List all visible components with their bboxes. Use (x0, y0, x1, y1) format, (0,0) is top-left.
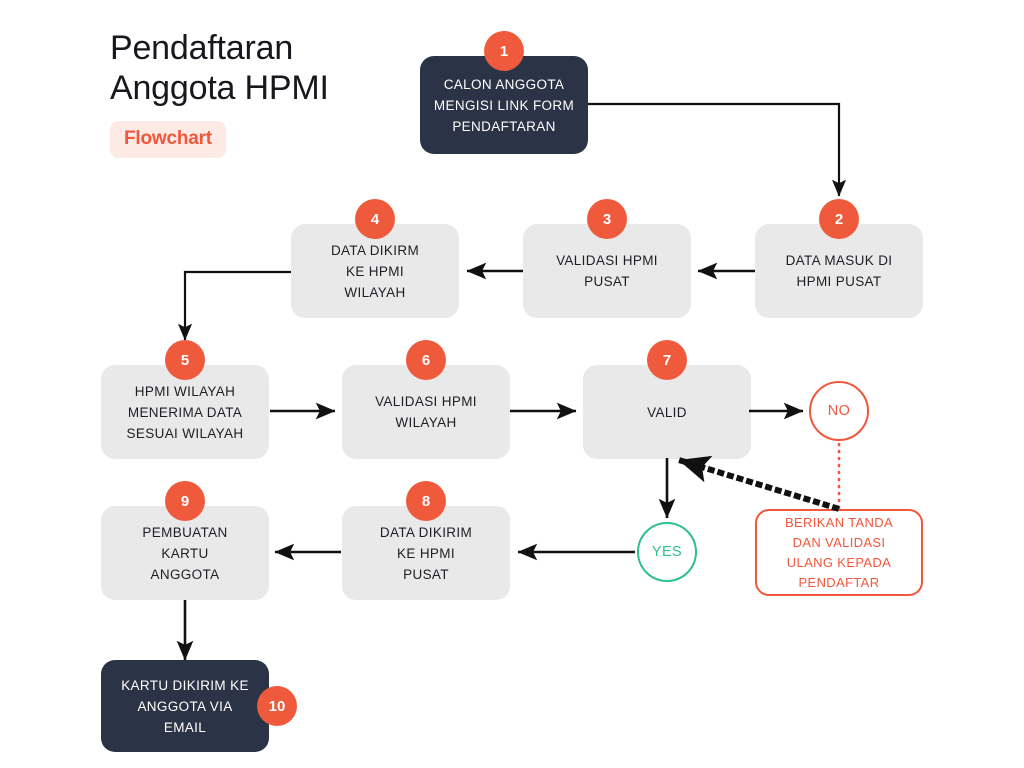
connector-callout-to-7 (678, 455, 840, 512)
flow-node-8-badge: 8 (406, 481, 446, 521)
flow-node-8[interactable]: DATA DIKIRIM KE HPMI PUSAT (342, 506, 510, 600)
flow-node-9-badge: 9 (165, 481, 205, 521)
flow-node-7-badge: 7 (647, 340, 687, 380)
flow-node-8-number: 8 (421, 492, 431, 510)
flow-node-2-badge: 2 (819, 199, 859, 239)
flow-node-6-number: 6 (421, 351, 431, 369)
connector-1-to-2 (588, 102, 847, 197)
flow-node-2-label: DATA MASUK DI HPMI PUSAT (785, 253, 893, 289)
header: Pendaftaran Anggota HPMI Flowchart (110, 28, 430, 158)
flow-node-3-label: VALIDASI HPMI PUSAT (556, 253, 658, 289)
flow-node-3-number: 3 (602, 210, 612, 228)
callout-revalidate-label: BERIKAN TANDA DAN VALIDASI ULANG KEPADA … (784, 514, 894, 590)
flow-node-7[interactable]: VALID (583, 365, 751, 459)
flow-node-7-label: VALID (647, 404, 687, 420)
flow-node-5[interactable]: HPMI WILAYAH MENERIMA DATA SESUAI WILAYA… (101, 365, 269, 459)
callout-revalidate[interactable]: BERIKAN TANDA DAN VALIDASI ULANG KEPADA … (755, 509, 923, 596)
flow-node-6-label: VALIDASI HPMI WILAYAH (375, 394, 477, 430)
flow-node-6-badge: 6 (406, 340, 446, 380)
flow-node-5-badge: 5 (165, 340, 205, 380)
flow-node-10[interactable]: KARTU DIKIRIM KE ANGGOTA VIA EMAIL (101, 660, 269, 752)
flow-node-4-label: DATA DIKIRM KE HPMI WILAYAH (330, 242, 420, 300)
decision-yes[interactable]: YES (637, 522, 697, 582)
flow-node-9[interactable]: PEMBUATAN KARTU ANGGOTA (101, 506, 269, 600)
decision-yes-label: YES (651, 544, 683, 560)
flow-node-4[interactable]: DATA DIKIRM KE HPMI WILAYAH (291, 224, 459, 318)
flow-node-2[interactable]: DATA MASUK DI HPMI PUSAT (755, 224, 923, 318)
flow-node-10-badge: 10 (257, 686, 297, 726)
flow-node-4-badge: 4 (355, 199, 395, 239)
flow-node-5-label: HPMI WILAYAH MENERIMA DATA SESUAI WILAYA… (126, 383, 244, 441)
flow-node-3[interactable]: VALIDASI HPMI PUSAT (523, 224, 691, 318)
flow-node-1-number: 1 (499, 42, 509, 60)
decision-no[interactable]: NO (809, 381, 869, 441)
flowchart-badge: Flowchart (110, 121, 226, 158)
flow-node-1-label: CALON ANGGOTA MENGISI LINK FORM PENDAFTA… (433, 76, 575, 134)
flow-node-4-number: 4 (370, 210, 380, 228)
flow-node-7-number: 7 (662, 351, 672, 369)
flow-node-10-label: KARTU DIKIRIM KE ANGGOTA VIA EMAIL (121, 677, 249, 735)
flow-node-9-label: PEMBUATAN KARTU ANGGOTA (142, 524, 228, 582)
flow-node-8-label: DATA DIKIRIM KE HPMI PUSAT (379, 524, 473, 582)
page-title: Pendaftaran Anggota HPMI (110, 29, 329, 107)
flow-node-9-number: 9 (180, 492, 190, 510)
flow-node-3-badge: 3 (587, 199, 627, 239)
connector-4-to-5 (177, 270, 291, 341)
flow-node-2-number: 2 (834, 210, 844, 228)
flow-node-6[interactable]: VALIDASI HPMI WILAYAH (342, 365, 510, 459)
flow-node-1-badge: 1 (484, 31, 524, 71)
flow-node-5-number: 5 (180, 351, 190, 369)
flow-node-1[interactable]: CALON ANGGOTA MENGISI LINK FORM PENDAFTA… (420, 56, 588, 154)
decision-no-label: NO (827, 403, 851, 419)
flow-node-10-number: 10 (268, 697, 286, 715)
